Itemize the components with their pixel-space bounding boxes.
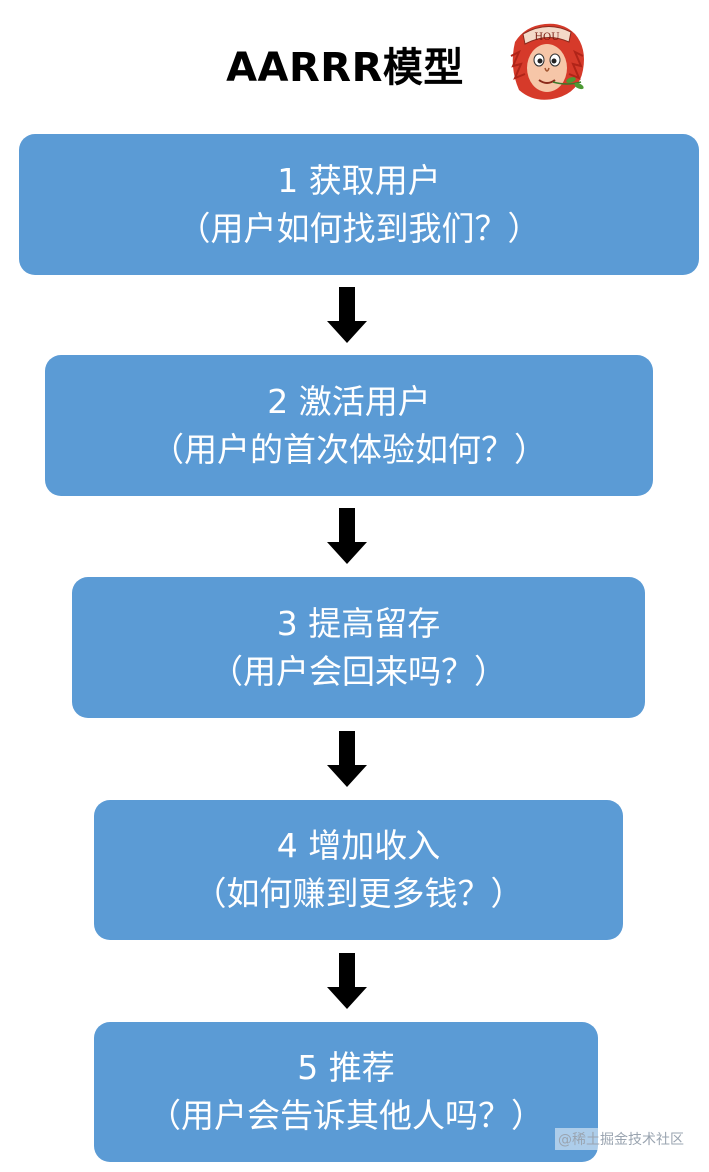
step-box-revenue: 4 增加收入 （如何赚到更多钱？） xyxy=(94,800,623,940)
down-arrow-icon xyxy=(327,287,367,343)
down-arrow-icon xyxy=(327,953,367,1009)
down-arrow-icon xyxy=(327,508,367,564)
monkey-mascot-icon: HOU xyxy=(510,23,584,100)
step-question: （用户会告诉其他人吗？） xyxy=(148,1096,544,1135)
step-question: （用户的首次体验如何？） xyxy=(151,429,547,469)
watermark: @稀土掘金技术社区 xyxy=(555,1128,687,1150)
page-title: AARRR模型 xyxy=(226,45,464,91)
step-title: 4 增加收入 xyxy=(276,826,441,865)
step-box-acquisition: 1 获取用户 （用户如何找到我们？） xyxy=(19,134,699,275)
step-title: 1 获取用户 xyxy=(277,160,441,200)
step-box-retention: 3 提高留存 （用户会回来吗？） xyxy=(72,577,645,718)
step-title: 3 提高留存 xyxy=(276,603,441,643)
down-arrow-icon xyxy=(327,731,367,787)
step-title: 5 推荐 xyxy=(297,1048,395,1087)
mascot-hat-text: HOU xyxy=(534,32,559,43)
step-question: （如何赚到更多钱？） xyxy=(193,874,524,913)
step-question: （用户会回来吗？） xyxy=(210,651,507,691)
step-title: 2 激活用户 xyxy=(267,381,431,421)
step-box-referral: 5 推荐 （用户会告诉其他人吗？） xyxy=(94,1022,598,1162)
step-box-activation: 2 激活用户 （用户的首次体验如何？） xyxy=(45,355,653,496)
step-question: （用户如何找到我们？） xyxy=(177,208,541,248)
